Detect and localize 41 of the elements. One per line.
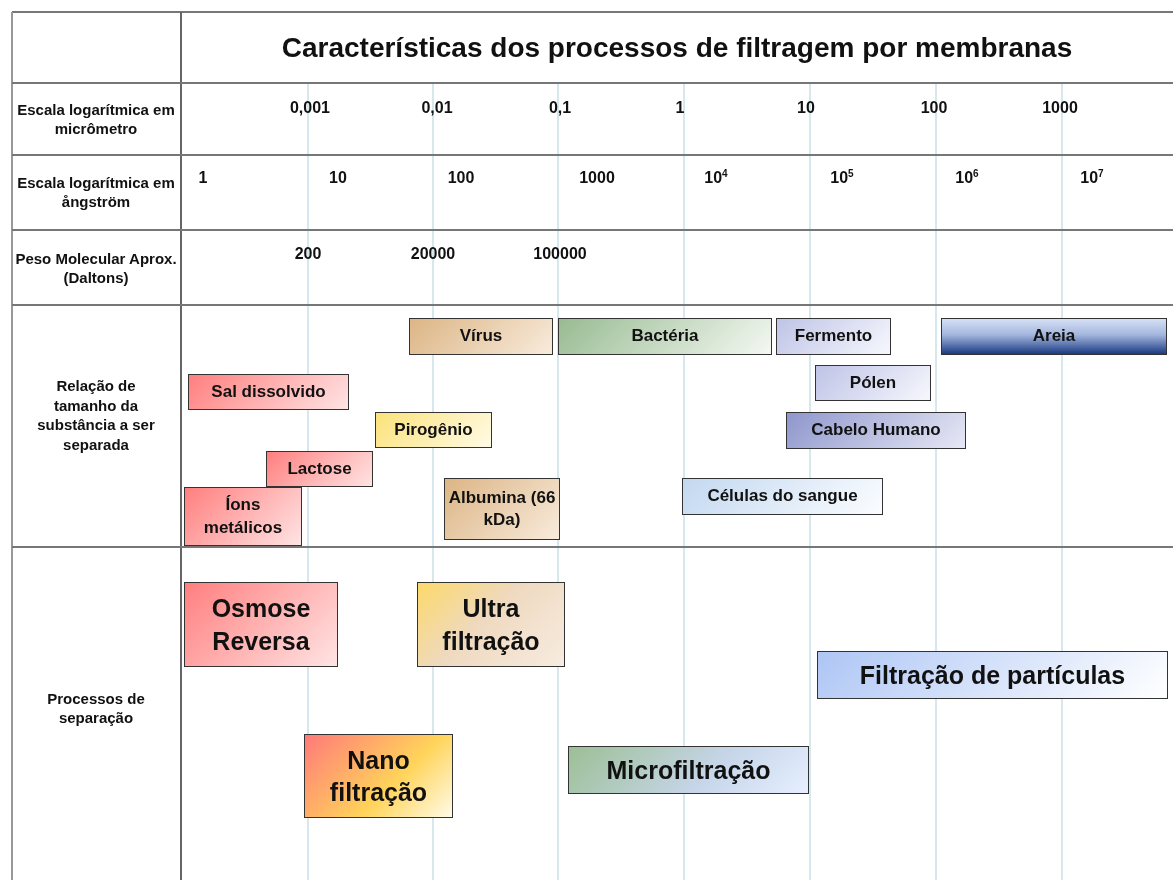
- process-box: Microfiltração: [568, 746, 809, 794]
- scale-value: 1000: [1042, 97, 1078, 118]
- chart-title: Características dos processos de filtragem por membranas: [280, 30, 1074, 65]
- substance-box: Sal dissolvido: [188, 374, 349, 410]
- scale-value: 1: [198, 167, 208, 188]
- substance-box: Células do sangue: [682, 478, 883, 515]
- process-box: Ultra filtração: [417, 582, 565, 667]
- scale-value: 20000: [410, 243, 456, 264]
- row-header: Processos de separação: [46, 688, 146, 728]
- scale-value: 200: [294, 243, 322, 264]
- substance-box: Fermento: [776, 318, 891, 355]
- scale-value: 1000: [579, 167, 615, 188]
- substance-box: Bactéria: [558, 318, 772, 355]
- process-box: Nano filtração: [304, 734, 453, 818]
- substance-box: Lactose: [266, 451, 373, 487]
- substance-box: Pólen: [815, 365, 931, 401]
- process-box: Osmose Reversa: [184, 582, 338, 667]
- scale-value: 1: [675, 97, 685, 118]
- scale-value: 100000: [533, 243, 587, 264]
- substance-box: Cabelo Humano: [786, 412, 966, 449]
- scale-value: 10: [797, 97, 815, 118]
- scale-value: 10: [329, 167, 347, 188]
- scale-value: 0,01: [421, 97, 453, 118]
- process-box: Filtração de partículas: [817, 651, 1168, 699]
- row-header: Escala logarítmica em micrômetro: [16, 99, 176, 139]
- row-header: Peso Molecular Aprox. (Daltons): [14, 248, 178, 288]
- substance-box: Vírus: [409, 318, 553, 355]
- row-header: Escala logarítmica em ångström: [16, 172, 176, 212]
- scale-value: 10$^{5}$: [830, 166, 854, 189]
- scale-value: 10$^{7}$: [1080, 166, 1104, 189]
- scale-value: 0,1: [548, 97, 572, 118]
- scale-value: 10$^{4}$: [704, 166, 728, 189]
- scale-value: 10$^{6}$: [955, 166, 979, 189]
- scale-value: 100: [920, 97, 948, 118]
- substance-box: Areia: [941, 318, 1167, 355]
- substance-box: Íons metálicos: [184, 487, 302, 546]
- scale-value: 0,001: [289, 97, 330, 118]
- scale-value: 100: [447, 167, 475, 188]
- substance-box: Pirogênio: [375, 412, 492, 448]
- row-header: Relação de tamanho da substância a ser separada: [36, 376, 156, 454]
- substance-box: Albumina (66 kDa): [444, 478, 560, 540]
